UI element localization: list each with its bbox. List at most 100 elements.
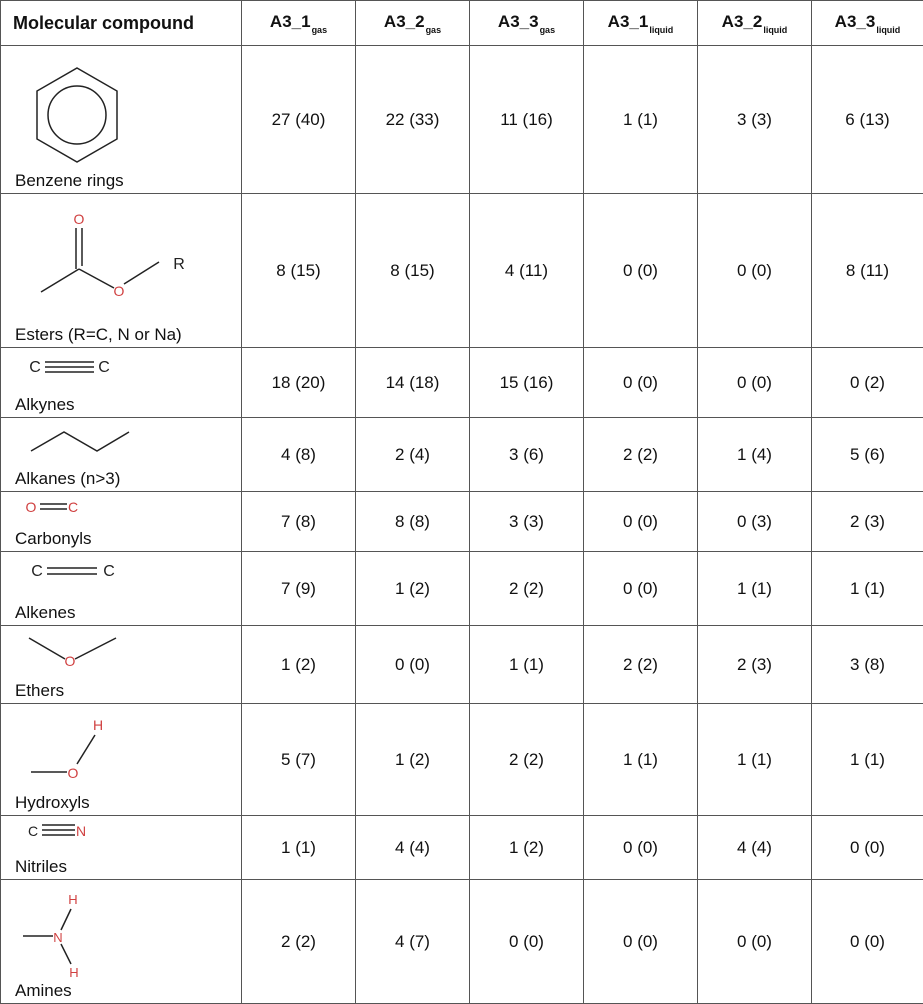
value-cell: 0 (0) [584, 880, 698, 1004]
table-row-alkanes: Alkanes (n>3) 4 (8) 2 (4) 3 (6) 2 (2) 1 … [1, 418, 923, 492]
value-cell: 1 (4) [698, 418, 812, 492]
value-cell: 8 (8) [356, 492, 470, 552]
carbon-label: C [28, 823, 38, 839]
value-cell: 1 (1) [812, 704, 923, 816]
compound-cell-alkynes: C C Alkynes [1, 348, 242, 418]
value-cell: 7 (8) [242, 492, 356, 552]
value-cell: 2 (2) [584, 418, 698, 492]
value-cell: 7 (9) [242, 552, 356, 626]
oxygen-label: O [68, 765, 79, 781]
compound-name: Ethers [15, 681, 64, 701]
header-row: Molecular compound A3_1gas A3_2gas A3_3g… [1, 1, 923, 46]
compound-cell-alkanes: Alkanes (n>3) [1, 418, 242, 492]
table-row-ethers: O Ethers 1 (2) 0 (0) 1 (1) 2 (2) 2 (3) 3… [1, 626, 923, 704]
value-cell: 3 (6) [470, 418, 584, 492]
value-cell: 0 (0) [812, 880, 923, 1004]
value-cell: 0 (0) [584, 816, 698, 880]
value-cell: 0 (0) [584, 492, 698, 552]
value-cell: 6 (13) [812, 46, 923, 194]
compound-name: Alkenes [15, 603, 75, 623]
value-cell: 0 (2) [812, 348, 923, 418]
value-cell: 8 (15) [242, 194, 356, 348]
value-cell: 4 (4) [698, 816, 812, 880]
value-cell: 5 (7) [242, 704, 356, 816]
value-cell: 0 (0) [812, 816, 923, 880]
value-cell: 0 (0) [356, 626, 470, 704]
value-cell: 27 (40) [242, 46, 356, 194]
value-cell: 4 (8) [242, 418, 356, 492]
value-cell: 1 (1) [698, 704, 812, 816]
value-cell: 5 (6) [812, 418, 923, 492]
value-cell: 0 (0) [470, 880, 584, 1004]
compound-name: Nitriles [15, 857, 67, 877]
table-row-alkenes: C C Alkenes 7 (9) 1 (2) 2 (2) 0 (0) 1 (1… [1, 552, 923, 626]
header-a3-1-gas: A3_1gas [242, 1, 356, 46]
compound-name: Alkanes (n>3) [15, 469, 120, 489]
value-cell: 14 (18) [356, 348, 470, 418]
hydrogen-label: H [69, 965, 78, 980]
nitrogen-label: N [53, 930, 62, 945]
table-row-alkynes: C C Alkynes 18 (20) 14 (18) 15 (16) 0 (0… [1, 348, 923, 418]
carbon-label: C [29, 359, 41, 376]
hydrogen-label: H [93, 717, 103, 733]
value-cell: 2 (3) [812, 492, 923, 552]
carbon-label: C [68, 499, 78, 515]
oxygen-label: O [114, 283, 125, 299]
compound-cell-alkenes: C C Alkenes [1, 552, 242, 626]
table-row-carbonyls: O C Carbonyls 7 (8) 8 (8) 3 (3) 0 (0) 0 … [1, 492, 923, 552]
value-cell: 1 (2) [356, 704, 470, 816]
header-a3-3-gas: A3_3gas [470, 1, 584, 46]
value-cell: 8 (11) [812, 194, 923, 348]
value-cell: 1 (1) [812, 552, 923, 626]
value-cell: 2 (2) [242, 880, 356, 1004]
value-cell: 3 (3) [470, 492, 584, 552]
table-row-benzene: Benzene rings 27 (40) 22 (33) 11 (16) 1 … [1, 46, 923, 194]
value-cell: 0 (0) [698, 194, 812, 348]
header-a3-2-liquid: A3_2liquid [698, 1, 812, 46]
nitrogen-label: N [76, 823, 86, 839]
value-cell: 18 (20) [242, 348, 356, 418]
header-a3-1-liquid: A3_1liquid [584, 1, 698, 46]
compound-cell-carbonyls: O C Carbonyls [1, 492, 242, 552]
value-cell: 1 (2) [470, 816, 584, 880]
value-cell: 2 (2) [470, 704, 584, 816]
oxygen-label: O [74, 211, 85, 227]
table-row-amines: H N H Amines 2 (2) 4 (7) 0 (0) 0 (0) 0 (… [1, 880, 923, 1004]
value-cell: 1 (1) [584, 704, 698, 816]
value-cell: 0 (0) [698, 348, 812, 418]
value-cell: 2 (2) [470, 552, 584, 626]
table-row-hydroxyls: H O Hydroxyls 5 (7) 1 (2) 2 (2) 1 (1) 1 … [1, 704, 923, 816]
value-cell: 22 (33) [356, 46, 470, 194]
value-cell: 2 (4) [356, 418, 470, 492]
carbon-label: C [98, 359, 110, 376]
value-cell: 11 (16) [470, 46, 584, 194]
hydrogen-label: H [68, 892, 77, 907]
header-a3-3-liquid: A3_3liquid [812, 1, 923, 46]
value-cell: 1 (1) [698, 552, 812, 626]
value-cell: 2 (3) [698, 626, 812, 704]
table-row-nitriles: C N Nitriles 1 (1) 4 (4) 1 (2) 0 (0) 4 (… [1, 816, 923, 880]
compound-name: Benzene rings [15, 171, 124, 191]
value-cell: 4 (11) [470, 194, 584, 348]
value-cell: 8 (15) [356, 194, 470, 348]
compound-cell-benzene: Benzene rings [1, 46, 242, 194]
carbon-label: C [31, 563, 43, 580]
value-cell: 1 (2) [242, 626, 356, 704]
header-a3-2-gas: A3_2gas [356, 1, 470, 46]
compound-name: Amines [15, 981, 72, 1001]
value-cell: 3 (8) [812, 626, 923, 704]
compound-name: Esters (R=C, N or Na) [15, 325, 182, 345]
oxygen-label: O [26, 499, 37, 515]
carbon-label: C [103, 563, 115, 580]
compound-cell-esters: O O R Esters (R=C, N or Na) [1, 194, 242, 348]
value-cell: 0 (0) [584, 194, 698, 348]
value-cell: 15 (16) [470, 348, 584, 418]
compound-name: Alkynes [15, 395, 75, 415]
value-cell: 1 (1) [584, 46, 698, 194]
value-cell: 4 (7) [356, 880, 470, 1004]
value-cell: 1 (1) [470, 626, 584, 704]
table-row-esters: O O R Esters (R=C, N or Na) 8 (15) 8 (15… [1, 194, 923, 348]
compound-cell-nitriles: C N Nitriles [1, 816, 242, 880]
r-group-label: R [173, 256, 185, 273]
